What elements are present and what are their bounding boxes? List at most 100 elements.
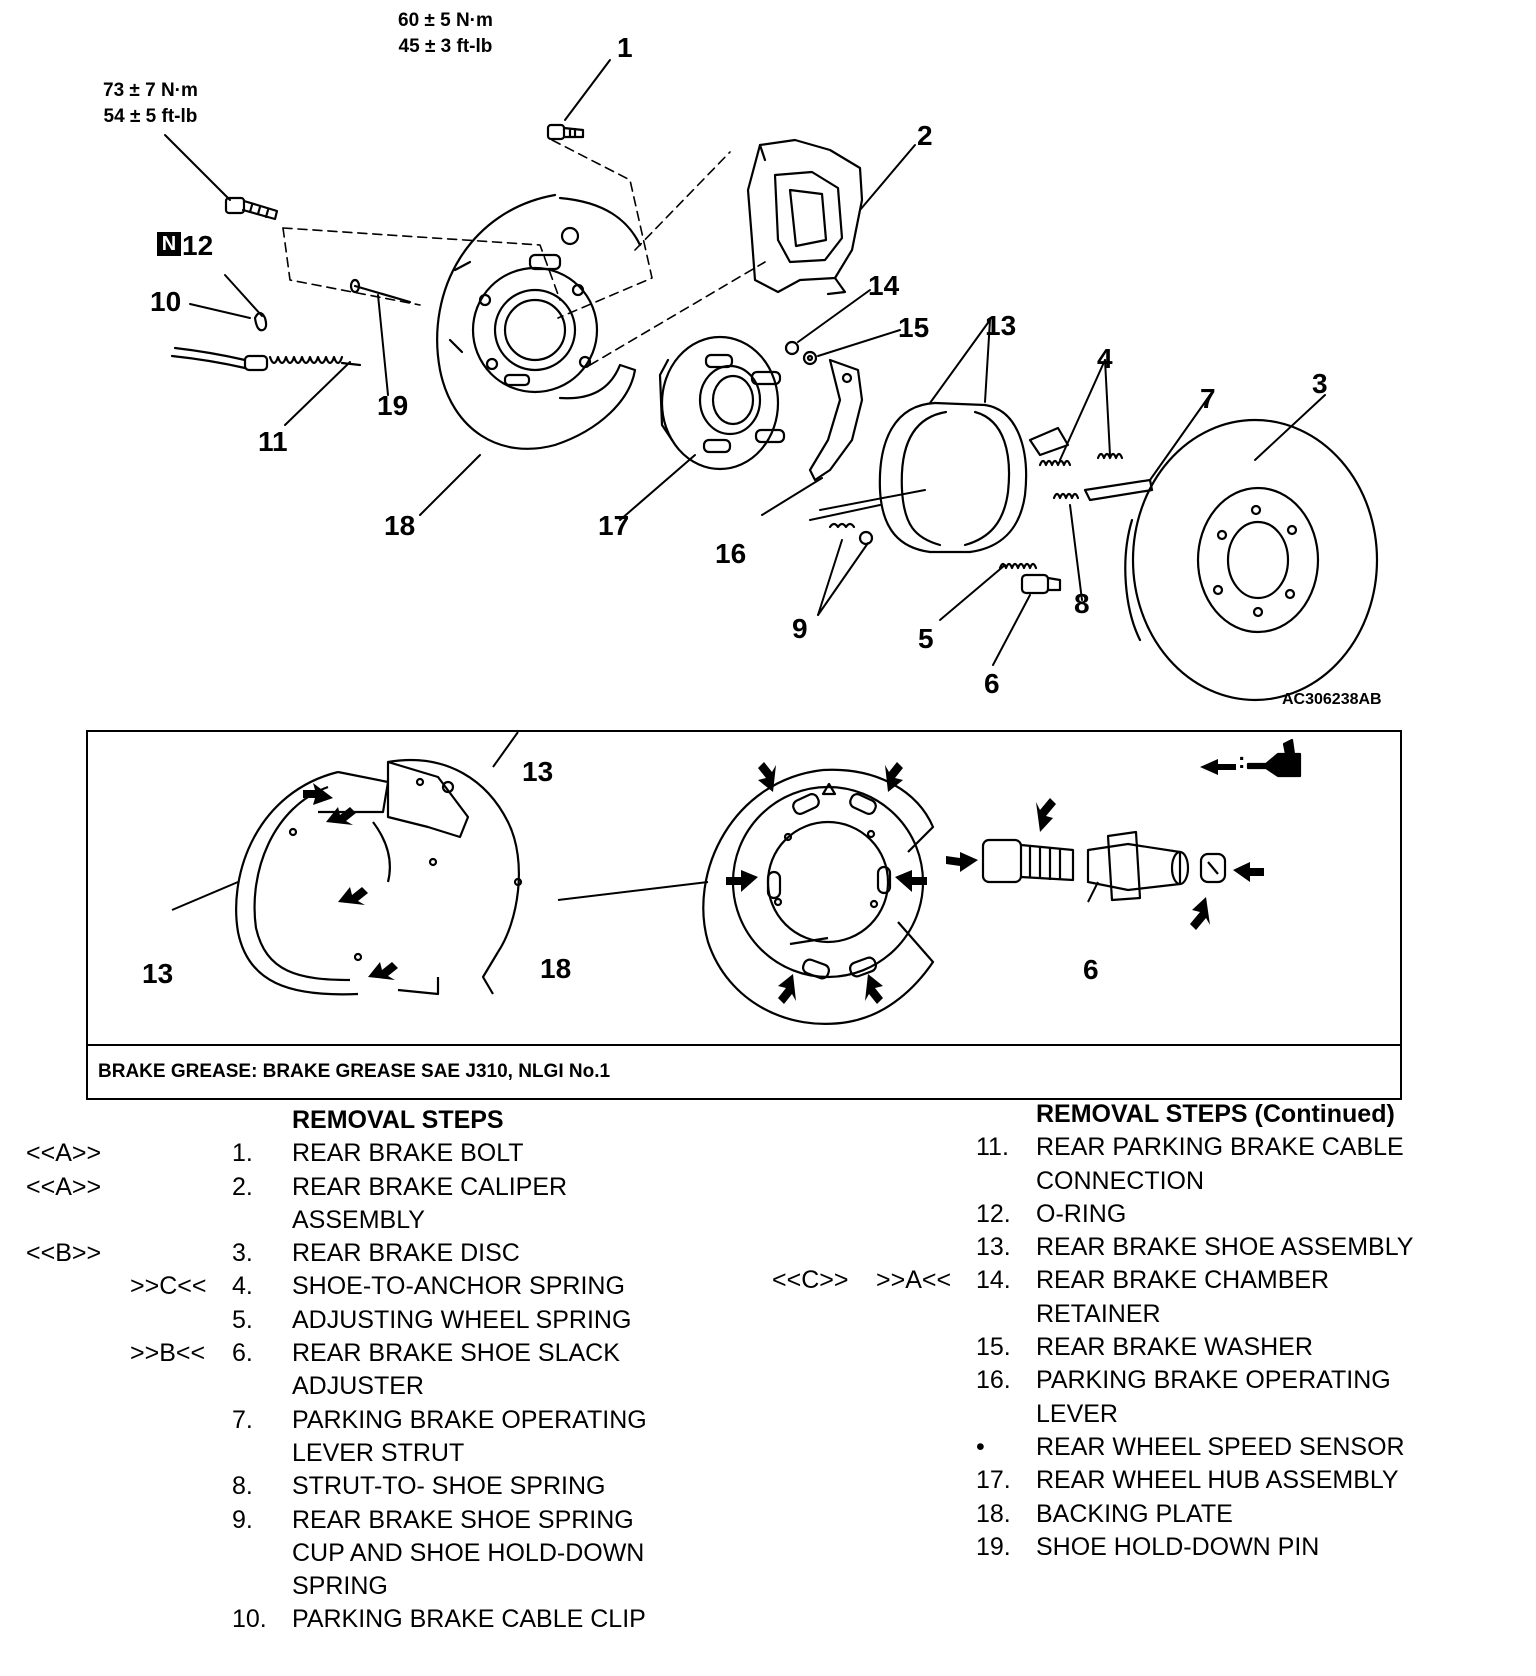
- removal-steps-right: REMOVAL STEPS (Continued) 11.REAR PARKIN…: [770, 1098, 1536, 1564]
- slack-adjuster-part: [1020, 573, 1062, 595]
- step-text: REAR BRAKE CALIPER: [292, 1172, 568, 1201]
- step-text: REAR WHEEL HUB ASSEMBLY: [1036, 1466, 1399, 1495]
- brake-grease-note: BRAKE GREASE: BRAKE GREASE SAE J310, NLG…: [98, 1061, 611, 1082]
- removal-step-row: >>C<<4.SHOE-TO-ANCHOR SPRING: [0, 1270, 760, 1303]
- removal-steps-continued-heading: REMOVAL STEPS (Continued): [770, 1098, 1536, 1131]
- step-tag: <<C>>: [772, 1266, 849, 1295]
- removal-step-row: 11.REAR PARKING BRAKE CABLE: [770, 1131, 1536, 1164]
- removal-step-row: 8.STRUT-TO- SHOE SPRING: [0, 1470, 760, 1503]
- callout-14: 14: [868, 270, 900, 301]
- step-num: 15.: [976, 1333, 1011, 1362]
- removal-step-row: 9.REAR BRAKE SHOE SPRING: [0, 1504, 760, 1537]
- springs-part: [828, 426, 1154, 570]
- removal-step-row: 7.PARKING BRAKE OPERATING: [0, 1404, 760, 1437]
- callout-18-detail: 18: [540, 953, 572, 984]
- removal-step-row: CUP AND SHOE HOLD-DOWN: [0, 1537, 760, 1570]
- removal-step-row: ADJUSTER: [0, 1370, 760, 1403]
- step-text: O-RING: [1036, 1199, 1127, 1228]
- step-num: 6.: [232, 1339, 253, 1368]
- grease-arrow: [338, 887, 368, 905]
- backing-plate-part: [436, 193, 642, 450]
- rear-brake-caliper-part: [746, 138, 864, 296]
- step-text: REAR BRAKE BOLT: [292, 1139, 524, 1168]
- removal-step-row: <<A>>2.REAR BRAKE CALIPER: [0, 1171, 760, 1204]
- callout-16: 16: [715, 538, 747, 569]
- callout-11: 11: [258, 426, 288, 457]
- removal-step-row: <<A>>1.REAR BRAKE BOLT: [0, 1137, 760, 1170]
- rear-brake-shoe-part: [878, 401, 1028, 554]
- grease-gun-icon: [1246, 738, 1302, 778]
- callout-6-detail: 6: [1083, 954, 1099, 985]
- step-num: 4.: [232, 1272, 253, 1301]
- rear-brake-bolt-part: [546, 123, 585, 141]
- legend-arrow: [1200, 759, 1236, 775]
- step-num: 3.: [232, 1239, 253, 1268]
- step-num: 17.: [976, 1466, 1011, 1495]
- removal-step-row: LEVER: [770, 1398, 1536, 1431]
- removal-step-row: 18.BACKING PLATE: [770, 1498, 1536, 1531]
- step-num: 14.: [976, 1266, 1011, 1295]
- callout-1: 1: [617, 32, 633, 63]
- step-text: CONNECTION: [1036, 1166, 1205, 1195]
- parking-brake-lever-part: [808, 358, 864, 482]
- callout-6: 6: [984, 668, 1000, 699]
- step-num: 12.: [976, 1199, 1011, 1228]
- removal-step-row: 15. REAR BRAKE WASHER: [770, 1331, 1536, 1364]
- parking-brake-cable-part: [170, 346, 362, 372]
- grease-arrow: [865, 974, 883, 1004]
- removal-step-row: 19. SHOE HOLD-DOWN PIN: [770, 1531, 1536, 1564]
- step-text: CUP AND SHOE HOLD-DOWN: [292, 1538, 645, 1567]
- step-num: 13.: [976, 1233, 1011, 1262]
- step-text: SHOE HOLD-DOWN PIN: [1036, 1532, 1320, 1561]
- removal-step-row: LEVER STRUT: [0, 1437, 760, 1470]
- step-text: REAR BRAKE SHOE ASSEMBLY: [1036, 1233, 1414, 1262]
- step-text: REAR BRAKE WASHER: [1036, 1333, 1313, 1362]
- detail-slack-adjuster: [981, 830, 1227, 902]
- removal-step-row: >>B<< 6. REAR BRAKE SHOE SLACK: [0, 1337, 760, 1370]
- removal-step-row: RETAINER: [770, 1298, 1536, 1331]
- grease-arrow: [726, 870, 758, 892]
- grease-arrow: [946, 852, 978, 872]
- callout-13-detail-right: 13: [522, 756, 554, 787]
- step-num: 11.: [976, 1133, 1009, 1162]
- grease-arrow: [303, 783, 333, 805]
- callout-18: 18: [384, 510, 416, 541]
- callout-15: 15: [898, 312, 930, 343]
- step-num: 19.: [976, 1532, 1011, 1561]
- callout-17: 17: [598, 510, 630, 541]
- step-num: 8.: [232, 1472, 253, 1501]
- step-tag: <<B>>: [26, 1239, 102, 1268]
- step-text: RETAINER: [1036, 1299, 1161, 1328]
- grease-arrow: [895, 870, 927, 892]
- callout-13-detail-left: 13: [142, 958, 174, 989]
- heading-text: REMOVAL STEPS: [292, 1106, 504, 1134]
- step-num: 7.: [232, 1405, 253, 1434]
- grease-detail-box: : BRAKE GREASE: BRAKE GREASE SAE J310, N…: [86, 730, 1402, 1100]
- step-text: ADJUSTER: [292, 1372, 424, 1401]
- step-text: REAR BRAKE SHOE SLACK: [292, 1339, 620, 1368]
- removal-step-row: 5.ADJUSTING WHEEL SPRING: [0, 1304, 760, 1337]
- figure-code: AC306238AB: [1282, 691, 1382, 708]
- removal-step-row: <<B>> 3. REAR BRAKE DISC: [0, 1237, 760, 1270]
- step-text: ADJUSTING WHEEL SPRING: [292, 1305, 632, 1334]
- step-text: SHOE-TO-ANCHOR SPRING: [292, 1272, 625, 1301]
- step-num: 16.: [976, 1366, 1011, 1395]
- caliper-bolt-part: [224, 196, 279, 221]
- shoe-hold-down-pin-part: [349, 278, 412, 304]
- detail-backing-plate: [702, 768, 935, 1025]
- step-num: 10.: [232, 1605, 267, 1634]
- callout-10: 10: [150, 286, 182, 317]
- callout-9: 9: [792, 613, 808, 644]
- step-text: LEVER: [1036, 1399, 1118, 1428]
- step-num: •: [976, 1432, 985, 1461]
- callout-8: 8: [1074, 588, 1090, 619]
- step-text: REAR BRAKE DISC: [292, 1239, 520, 1268]
- removal-step-row: ASSEMBLY: [0, 1204, 760, 1237]
- removal-step-row: SPRING: [0, 1570, 760, 1603]
- step-text: SPRING: [292, 1572, 388, 1601]
- callout-4: 4: [1097, 343, 1113, 374]
- step-sub: >>B<<: [130, 1339, 206, 1368]
- grease-arrow: [885, 762, 903, 792]
- step-text: BACKING PLATE: [1036, 1499, 1233, 1528]
- grease-arrow: [368, 962, 398, 980]
